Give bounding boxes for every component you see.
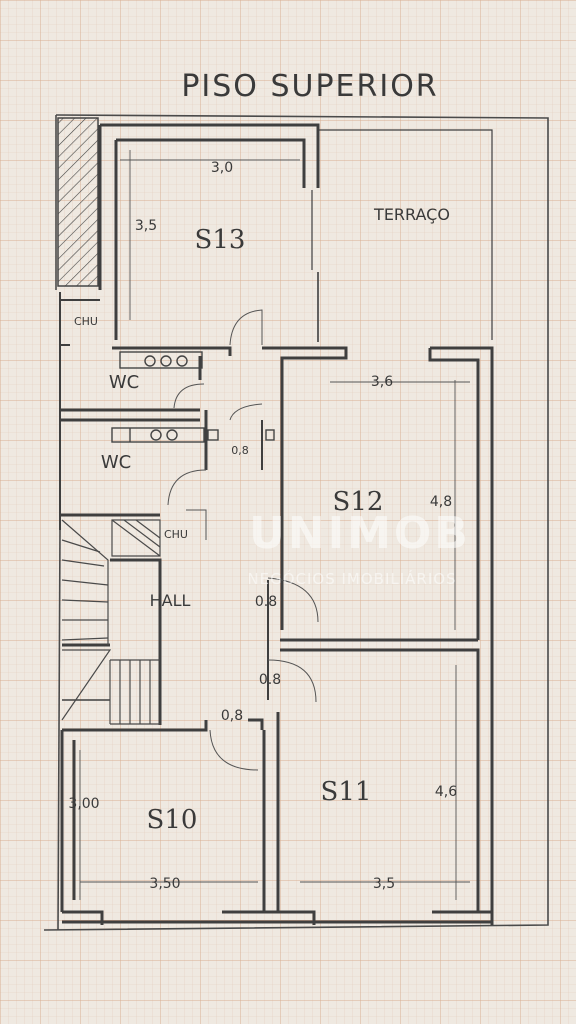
room-label-terrace: TERRAÇO [373,205,450,224]
staircase [61,519,161,725]
room-label-hall: HALL [150,591,191,610]
room-label-wc-lower: WC [101,452,131,473]
dim-door-s11: 0.8 [259,672,281,688]
room-label-chu-upper: CHU [74,315,98,328]
dim-s13-width: 3,0 [211,160,233,176]
dim-s12-width: 3,6 [371,374,393,390]
room-label-s11: S11 [321,777,372,807]
door-swings [167,309,319,771]
room-label-s10: S10 [147,805,198,835]
bathroom-fixtures [111,351,275,443]
dim-door-s10: 0,8 [221,708,243,724]
dim-s10-width: 3,50 [149,876,180,892]
walls [59,123,494,925]
watermark-tagline: NEGÓCIOS IMOBILIÁRIOS [247,569,456,588]
outer-boundary [43,114,549,931]
chimney-hatch [57,117,99,287]
dim-s13-depth: 3,5 [135,218,157,234]
dimension-lines [79,150,470,900]
room-label-s12: S12 [333,487,384,517]
plan-title: PISO SUPERIOR [181,69,438,104]
room-label-s13: S13 [195,225,246,255]
room-label-chu-lower: CHU [164,528,188,541]
dim-s11-width: 3,5 [373,876,395,892]
watermark: UNIMOB NEGÓCIOS IMOBILIÁRIOS [247,508,471,588]
watermark-brand: UNIMOB [249,508,471,559]
dim-s10-depth: 3,00 [68,796,99,812]
dim-s11-depth: 4,6 [435,784,457,800]
dim-door-s12: 0.8 [255,594,277,610]
dim-door-wc: 0,8 [231,444,249,457]
dim-s12-depth: 4,8 [430,494,452,510]
room-label-wc-upper: WC [109,372,139,393]
